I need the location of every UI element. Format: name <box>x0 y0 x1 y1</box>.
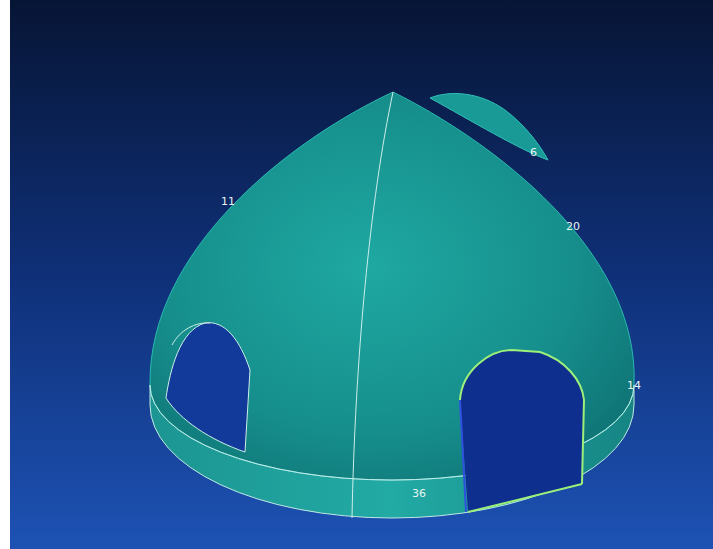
callout-number: 20 <box>566 221 580 232</box>
callout-number: 14 <box>627 380 641 391</box>
callout-number: 11 <box>221 196 235 207</box>
callout-number: 6 <box>530 147 537 158</box>
callout-number: 36 <box>412 488 426 499</box>
